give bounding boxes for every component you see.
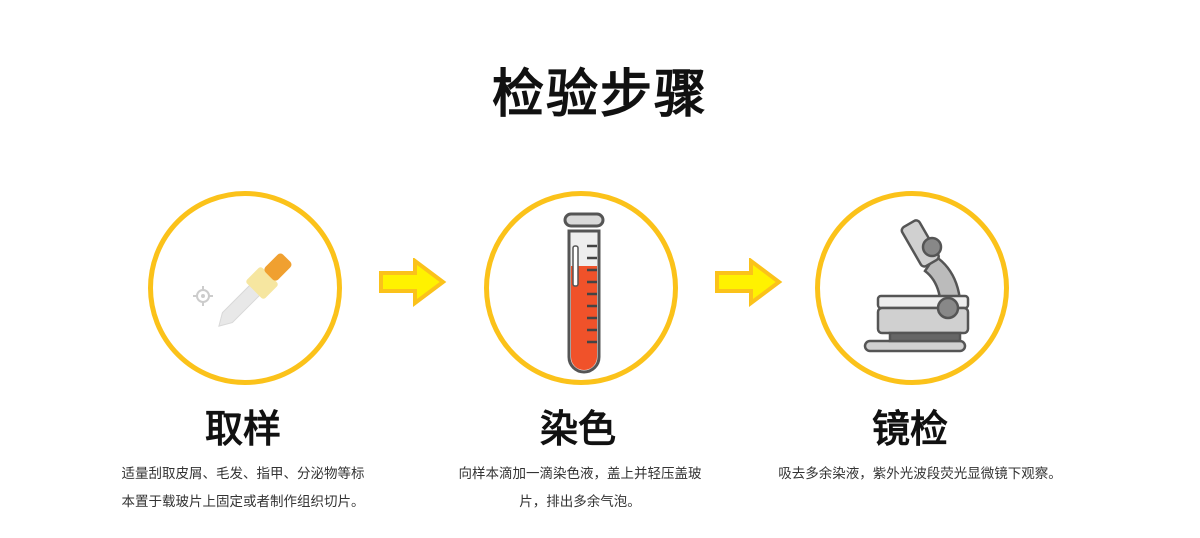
step-1-icon-circle xyxy=(148,191,342,385)
step-2-icon-circle xyxy=(484,191,678,385)
step-1-title: 取样 xyxy=(204,407,281,451)
arrow-right-icon xyxy=(715,258,783,307)
desc-line: 向样本滴加一滴染色液，盖上并轻压盖玻 xyxy=(458,466,702,482)
step-3-icon-circle xyxy=(815,191,1009,385)
test-tube-icon xyxy=(563,212,605,374)
arrow-right-icon xyxy=(379,258,447,307)
step-3-description: 吸去多余染液，紫外光波段荧光显微镜下观察。 xyxy=(750,460,1090,488)
desc-line: 适量刮取皮屑、毛发、指甲、分泌物等标 xyxy=(121,466,365,482)
step-2-title: 染色 xyxy=(539,407,616,451)
dropper-icon xyxy=(193,253,292,327)
desc-line: 吸去多余染液，紫外光波段荧光显微镜下观察。 xyxy=(778,466,1062,482)
desc-line: 片，排出多余气泡。 xyxy=(519,494,641,510)
desc-line: 本置于载玻片上固定或者制作组织切片。 xyxy=(121,494,365,510)
microscope-icon xyxy=(863,219,970,353)
step-2-description: 向样本滴加一滴染色液，盖上并轻压盖玻 片，排出多余气泡。 xyxy=(420,460,740,516)
step-3-title: 镜检 xyxy=(871,407,948,451)
page-title: 检验步骤 xyxy=(491,65,708,125)
step-1-description: 适量刮取皮屑、毛发、指甲、分泌物等标 本置于载玻片上固定或者制作组织切片。 xyxy=(83,460,403,516)
